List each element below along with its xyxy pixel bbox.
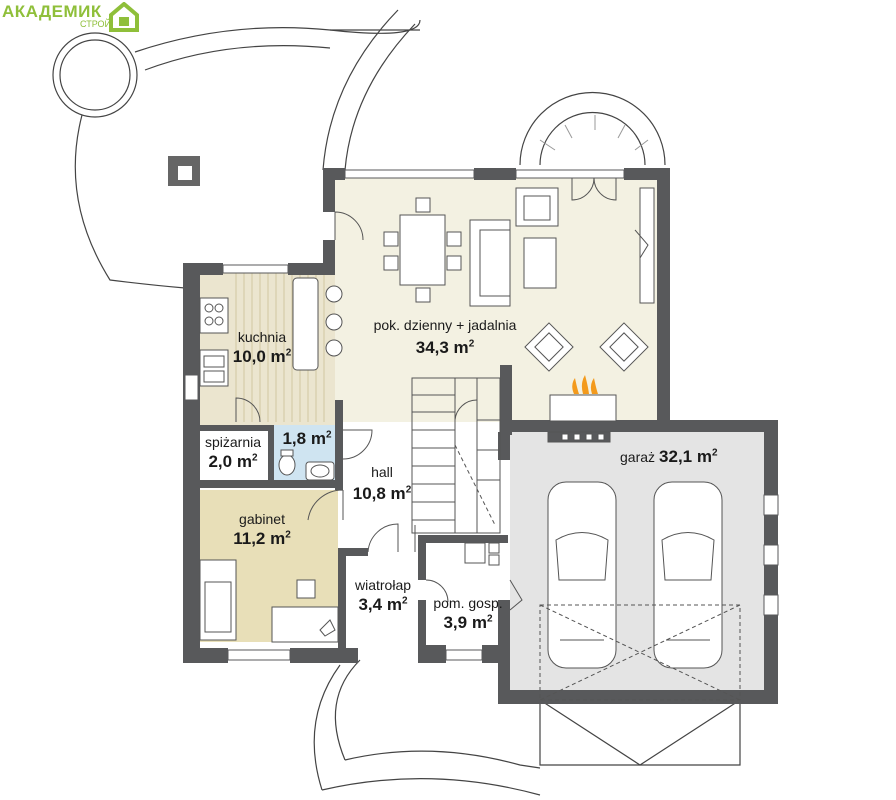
room-area: 3,4 m2 [358, 595, 408, 614]
room-hall: hall 10,8 m2 [346, 465, 418, 502]
room-area: 2,0 m2 [208, 452, 258, 471]
room-area: 10,0 m2 [232, 347, 292, 366]
pergola-ribs [539, 115, 649, 151]
logo-text: АКАДЕМИК [2, 2, 102, 21]
room-bathroom: 1,8 m2 [274, 430, 340, 447]
room-name: gabinet [239, 511, 285, 527]
dining-set [383, 197, 462, 303]
windows [184, 169, 779, 661]
room-vestibule: wiatrołap 3,4 m2 [348, 578, 418, 613]
room-area: 10,8 m2 [352, 484, 412, 503]
room-study: gabinet 11,2 m2 [222, 512, 302, 547]
site-outline [52, 9, 741, 796]
room-area: 11,2 m2 [233, 529, 291, 548]
room-name: kuchnia [237, 329, 287, 345]
armchairs [524, 322, 649, 372]
room-name: wiatrołap [354, 577, 412, 593]
sofa-set [469, 187, 655, 307]
site-post [168, 156, 200, 186]
utility-fittings [464, 542, 500, 566]
room-name: pom. gosp. [433, 595, 503, 611]
room-area: 32,1 m2 [659, 447, 718, 466]
room-name: garaż [620, 449, 656, 465]
logo-subtext: СТРОЙ [80, 19, 111, 29]
bathroom-fittings [278, 449, 335, 481]
room-name: spiżarnia [204, 434, 262, 450]
kitchen-fittings [199, 277, 343, 387]
house-logo-icon [109, 2, 139, 32]
room-area: 3,9 m2 [443, 613, 493, 632]
walls [183, 168, 778, 704]
room-area: 34,3 m2 [415, 338, 475, 357]
room-kitchen: kuchnia 10,0 m2 [226, 330, 298, 365]
room-area: 1,8 m2 [282, 429, 332, 448]
fireplace [549, 375, 617, 422]
room-living: pok. dzienny + jadalnia 34,3 m2 [360, 318, 530, 356]
room-name: pok. dzienny + jadalnia [373, 317, 517, 333]
garage-wall-vents [547, 431, 611, 443]
door-swings [235, 177, 617, 611]
room-utility: pom. gosp. 3,9 m2 [428, 596, 508, 631]
garage-door-line [539, 604, 741, 701]
cars [547, 481, 723, 669]
staircase [411, 377, 501, 534]
room-pantry: spiżarnia 2,0 m2 [200, 435, 266, 470]
study-furniture [199, 559, 339, 643]
room-name: hall [371, 464, 393, 480]
